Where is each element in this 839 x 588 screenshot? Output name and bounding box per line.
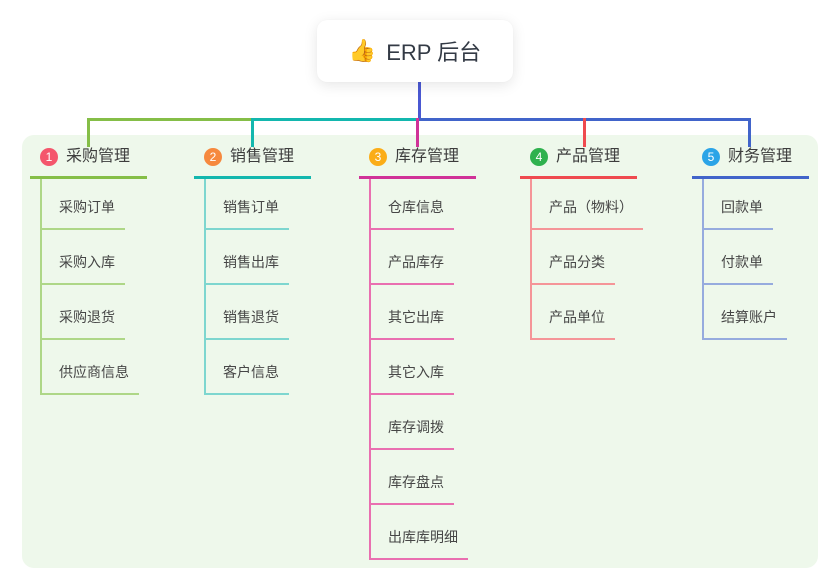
child-node[interactable]: 库存盘点 [371,474,454,505]
child-node[interactable]: 客户信息 [206,364,289,395]
child-node[interactable]: 付款单 [704,254,773,285]
branch-label: 采购管理 [66,148,131,165]
branch-title[interactable]: 4 产品管理 [520,146,637,179]
child-node[interactable]: 产品单位 [532,309,615,340]
branch-number-badge: 5 [702,148,720,166]
child-node[interactable]: 采购入库 [42,254,125,285]
child-node[interactable]: 其它入库 [371,364,454,395]
child-node[interactable]: 销售退货 [206,309,289,340]
child-node[interactable]: 销售出库 [206,254,289,285]
connector-branch-1-drop [87,118,90,147]
connector-branch-3-drop [416,118,419,147]
connector-branch-4-drop [583,118,586,147]
connector-branch-1-h [87,118,254,121]
branch-5: 5 财务管理 回款单付款单结算账户 [692,146,809,340]
branch-title[interactable]: 2 销售管理 [194,146,311,179]
child-node[interactable]: 产品库存 [371,254,454,285]
child-node[interactable]: 销售订单 [206,199,289,230]
connector-branch-2-drop [251,118,254,147]
branch-label: 销售管理 [230,148,295,165]
branches-panel [22,135,818,568]
root-label: ERP 后台 [386,40,482,65]
child-node[interactable]: 仓库信息 [371,199,454,230]
branch-2: 2 销售管理 销售订单销售出库销售退货客户信息 [194,146,311,395]
branch-number-badge: 1 [40,148,58,166]
child-node[interactable]: 采购订单 [42,199,125,230]
branch-children: 销售订单销售出库销售退货客户信息 [204,179,311,395]
child-node[interactable]: 供应商信息 [42,364,139,395]
branch-3: 3 库存管理 仓库信息产品库存其它出库其它入库库存调拨库存盘点出库库明细 [359,146,476,560]
branch-1: 1 采购管理 采购订单采购入库采购退货供应商信息 [30,146,147,395]
branch-title[interactable]: 1 采购管理 [30,146,147,179]
child-node[interactable]: 出库库明细 [371,529,468,560]
thumbs-up-icon: 👍 [348,38,377,63]
branch-4: 4 产品管理 产品（物料） 产品分类产品单位 [520,146,643,340]
branch-label: 产品管理 [556,148,621,165]
branch-number-badge: 3 [369,148,387,166]
connector-branch-2-h [251,118,421,121]
root-stem-line [418,82,421,118]
child-node[interactable]: 库存调拨 [371,419,454,450]
branch-label: 库存管理 [395,148,460,165]
branch-children: 仓库信息产品库存其它出库其它入库库存调拨库存盘点出库库明细 [369,179,476,560]
child-node[interactable]: 回款单 [704,199,773,230]
root-node[interactable]: 👍 ERP 后台 [317,20,513,82]
branch-children: 产品（物料） 产品分类产品单位 [530,179,643,340]
branch-children: 回款单付款单结算账户 [702,179,809,340]
child-node[interactable]: 产品（物料） [532,199,643,230]
branch-number-badge: 4 [530,148,548,166]
branch-title[interactable]: 5 财务管理 [692,146,809,179]
branch-children: 采购订单采购入库采购退货供应商信息 [40,179,147,395]
child-node[interactable]: 产品分类 [532,254,615,285]
branch-title[interactable]: 3 库存管理 [359,146,476,179]
child-node[interactable]: 其它出库 [371,309,454,340]
child-node[interactable]: 采购退货 [42,309,125,340]
branch-label: 财务管理 [728,148,793,165]
branch-number-badge: 2 [204,148,222,166]
connector-branch-5-drop [748,118,751,147]
child-node[interactable]: 结算账户 [704,309,787,340]
